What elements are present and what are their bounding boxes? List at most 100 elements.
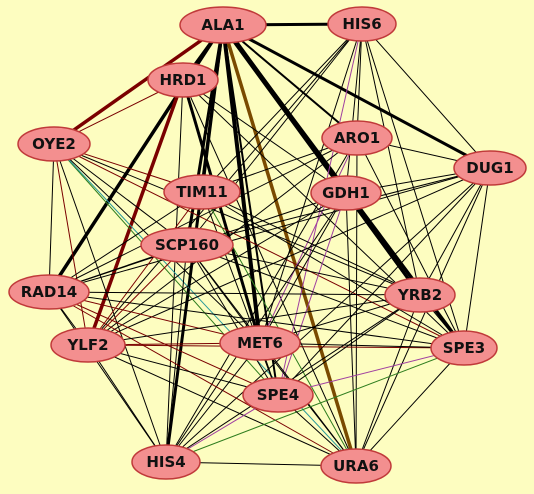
edge-gdh1-spe3 bbox=[345, 192, 465, 349]
node-label: SPE3 bbox=[443, 339, 485, 357]
node-shape bbox=[327, 6, 397, 42]
edge-spe3-ura6 bbox=[355, 347, 465, 467]
edge-ala1-dug1 bbox=[221, 23, 492, 170]
node-aro1[interactable]: ARO1 bbox=[321, 120, 393, 156]
node-shape bbox=[17, 126, 91, 162]
edge-yrb2-ura6 bbox=[355, 294, 421, 467]
edge-ala1-oye2 bbox=[52, 23, 225, 146]
node-ylf2[interactable]: YLF2 bbox=[50, 327, 126, 363]
edge-dug1-his4 bbox=[165, 167, 491, 463]
edge-ala1-aro1 bbox=[222, 24, 358, 139]
edge-ylf2-ura6 bbox=[87, 344, 357, 467]
node-his4[interactable]: HIS4 bbox=[131, 444, 201, 480]
edge-aro1-rad14 bbox=[48, 137, 358, 293]
node-label: YRB2 bbox=[397, 286, 442, 304]
edge-hrd1-his4 bbox=[165, 79, 184, 463]
node-shape bbox=[140, 227, 234, 263]
edge-rad14-his4 bbox=[48, 291, 167, 463]
edge-his6-tim11 bbox=[201, 23, 363, 193]
edge-dug1-ylf2 bbox=[87, 167, 491, 346]
node-scp160[interactable]: SCP160 bbox=[140, 227, 234, 263]
node-label: SPE4 bbox=[257, 386, 299, 404]
edge-aro1-met6 bbox=[259, 137, 358, 344]
edge-his6-met6 bbox=[259, 23, 363, 344]
edge-ylf2-yrb2 bbox=[87, 294, 421, 346]
node-tim11[interactable]: TIM11 bbox=[163, 174, 241, 210]
edge-aro1-spe3 bbox=[356, 137, 465, 349]
node-label: YLF2 bbox=[66, 336, 108, 354]
node-shape bbox=[242, 377, 314, 413]
edge-his6-yrb2 bbox=[361, 23, 421, 296]
node-label: TIM11 bbox=[176, 183, 228, 201]
node-spe3[interactable]: SPE3 bbox=[430, 330, 498, 366]
edge-ylf2-his4 bbox=[87, 344, 167, 463]
edge-his6-dug1 bbox=[361, 23, 491, 169]
edge-dug1-yrb2 bbox=[419, 167, 491, 296]
node-yrb2[interactable]: YRB2 bbox=[384, 277, 456, 313]
edge-hrd1-gdh1 bbox=[182, 79, 347, 194]
edge-scp160-his4 bbox=[165, 244, 188, 463]
node-label: ALA1 bbox=[201, 16, 244, 34]
edge-gdh1-ura6 bbox=[345, 192, 357, 467]
node-shape bbox=[147, 62, 219, 98]
edge-scp160-spe4 bbox=[186, 244, 279, 396]
edge-ala1-met6 bbox=[221, 23, 262, 345]
node-shape bbox=[430, 330, 498, 366]
edge-dug1-rad14 bbox=[48, 167, 491, 293]
node-oye2[interactable]: OYE2 bbox=[17, 126, 91, 162]
node-label: URA6 bbox=[333, 457, 379, 475]
node-label: DUG1 bbox=[466, 159, 513, 177]
node-hrd1[interactable]: HRD1 bbox=[147, 62, 219, 98]
edge-oye2-spe3 bbox=[53, 143, 465, 349]
edge-rad14-yrb2 bbox=[48, 291, 421, 296]
edge-oye2-ura6 bbox=[53, 143, 357, 467]
edge-dug1-ura6 bbox=[355, 167, 491, 467]
edge-hrd1-ura6 bbox=[182, 79, 357, 467]
node-shape bbox=[179, 6, 267, 44]
edge-hrd1-met6 bbox=[181, 78, 262, 345]
node-shape bbox=[310, 175, 382, 211]
edge-rad14-spe4 bbox=[48, 291, 279, 396]
edge-gdh1-met6 bbox=[259, 192, 347, 344]
edge-his6-gdh1 bbox=[345, 23, 363, 194]
node-shape bbox=[163, 174, 241, 210]
node-met6[interactable]: MET6 bbox=[219, 325, 301, 361]
edge-tim11-spe3 bbox=[201, 191, 465, 349]
node-label: GDH1 bbox=[322, 184, 370, 202]
edge-ala1-ura6 bbox=[221, 23, 358, 468]
node-shape bbox=[321, 120, 393, 156]
node-shape bbox=[453, 150, 527, 186]
edge-tim11-ylf2 bbox=[87, 191, 203, 346]
node-ura6[interactable]: URA6 bbox=[320, 448, 392, 484]
edge-oye2-his4 bbox=[53, 143, 167, 463]
edge-tim11-yrb2 bbox=[201, 191, 421, 296]
node-label: MET6 bbox=[237, 334, 283, 352]
node-spe4[interactable]: SPE4 bbox=[242, 377, 314, 413]
node-label: SCP160 bbox=[155, 236, 219, 254]
edge-his6-aro1 bbox=[356, 23, 363, 139]
node-his6[interactable]: HIS6 bbox=[327, 6, 397, 42]
node-label: OYE2 bbox=[32, 135, 76, 153]
edge-oye2-yrb2 bbox=[53, 143, 421, 296]
edge-oye2-scp160 bbox=[53, 143, 188, 246]
edge-scp160-spe3 bbox=[186, 244, 465, 349]
node-label: HIS6 bbox=[342, 15, 381, 33]
node-shape bbox=[50, 327, 126, 363]
edge-gdh1-ylf2 bbox=[87, 192, 347, 346]
edge-tim11-rad14 bbox=[48, 191, 203, 293]
edge-hrd1-ylf2 bbox=[86, 78, 185, 347]
edge-met6-his4 bbox=[165, 342, 261, 463]
node-ala1[interactable]: ALA1 bbox=[179, 6, 267, 44]
node-dug1[interactable]: DUG1 bbox=[453, 150, 527, 186]
node-shape bbox=[131, 444, 201, 480]
node-label: HRD1 bbox=[160, 71, 207, 89]
node-label: RAD14 bbox=[21, 283, 77, 301]
node-rad14[interactable]: RAD14 bbox=[8, 274, 90, 310]
edge-spe3-his4 bbox=[165, 347, 465, 463]
edge-oye2-ylf2 bbox=[53, 143, 89, 346]
node-gdh1[interactable]: GDH1 bbox=[310, 175, 382, 211]
node-shape bbox=[384, 277, 456, 313]
node-shape bbox=[219, 325, 301, 361]
